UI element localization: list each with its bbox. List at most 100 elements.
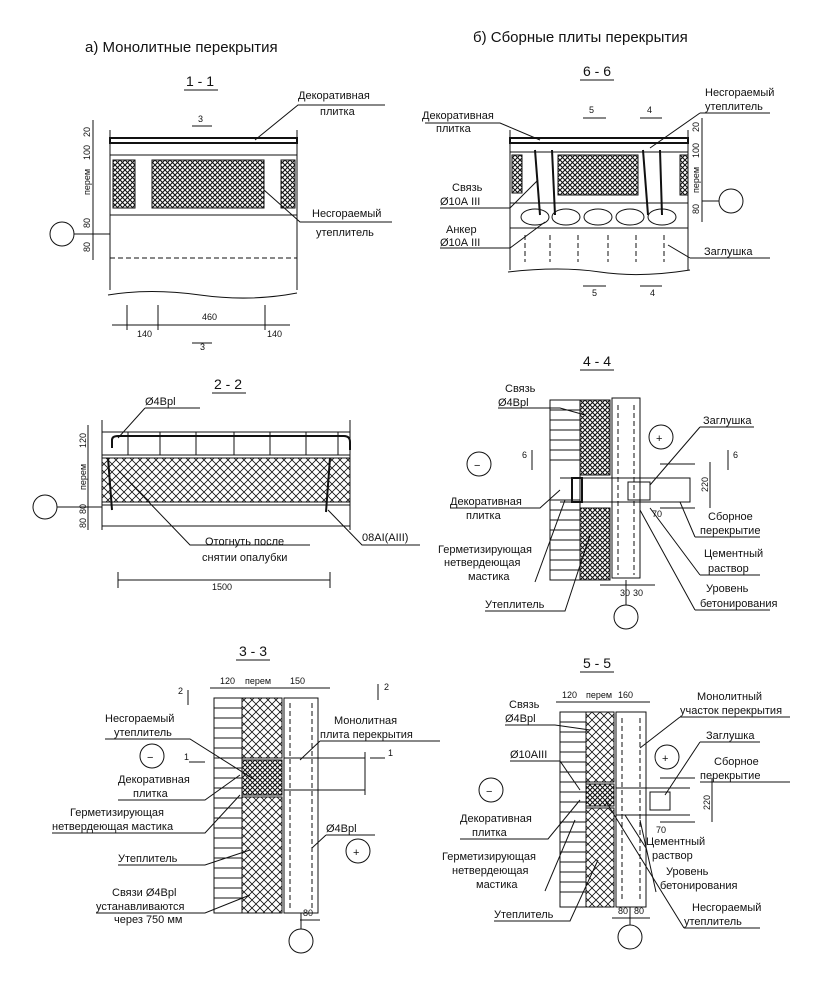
svg-text:2: 2 <box>178 686 183 696</box>
section-2-2: 2 - 2 120 перем 80 80 Ø4Bpl Отогнуть пос… <box>32 376 420 592</box>
svg-text:раствор: раствор <box>652 850 693 862</box>
svg-text:снятии опалубки: снятии опалубки <box>202 552 287 564</box>
svg-text:Несгораемый: Несгораемый <box>312 208 381 220</box>
insulation-block <box>280 159 296 209</box>
svg-text:80: 80 <box>303 908 313 918</box>
svg-text:5: 5 <box>589 105 594 115</box>
svg-text:Связь: Связь <box>505 383 536 395</box>
svg-text:Несгораемый: Несгораемый <box>105 713 174 725</box>
insulation-layer <box>101 457 351 503</box>
svg-text:−: − <box>486 786 492 798</box>
svg-text:мастика: мастика <box>476 879 518 891</box>
section-3-3: 3 - 3 120 перем 150 2 2 1 1 − + 80 <box>52 643 440 954</box>
svg-text:перем: перем <box>245 676 271 686</box>
section-label-4-4: 4 - 4 <box>583 353 611 369</box>
svg-text:220: 220 <box>700 477 710 492</box>
svg-text:120: 120 <box>562 690 577 700</box>
svg-text:Герметизирующая: Герметизирующая <box>70 807 164 819</box>
svg-text:+: + <box>656 433 662 445</box>
svg-text:Декоративная: Декоративная <box>118 774 190 786</box>
svg-text:460: 460 <box>202 312 217 322</box>
svg-text:4: 4 <box>647 105 652 115</box>
svg-text:через 750 мм: через 750 мм <box>114 914 182 926</box>
svg-text:Ø4Bpl: Ø4Bpl <box>326 823 357 835</box>
svg-text:Ø10А III: Ø10А III <box>440 196 480 208</box>
svg-text:Ø10АIII: Ø10АIII <box>510 749 547 761</box>
svg-text:Связь: Связь <box>452 182 483 194</box>
svg-text:140: 140 <box>137 329 152 339</box>
svg-text:Утеплитель: Утеплитель <box>485 599 545 611</box>
svg-text:Заглушка: Заглушка <box>703 415 752 427</box>
svg-text:4: 4 <box>650 288 655 298</box>
section-6-6: 6 - 6 20 100 перем 80 5 4 5 <box>422 63 774 298</box>
svg-text:перем: перем <box>78 464 88 490</box>
svg-text:−: − <box>474 460 480 472</box>
axis-marker-circle <box>49 221 75 247</box>
svg-text:нетвердеющая: нетвердеющая <box>444 557 521 569</box>
svg-text:участок перекрытия: участок перекрытия <box>680 705 782 717</box>
svg-text:бетонирования: бетонирования <box>700 598 777 610</box>
section-label-1-1: 1 - 1 <box>186 73 214 89</box>
svg-text:80: 80 <box>618 906 628 916</box>
svg-text:плитка: плитка <box>133 788 169 800</box>
svg-text:плитка: плитка <box>436 123 472 135</box>
svg-text:100: 100 <box>691 143 701 158</box>
svg-text:120: 120 <box>220 676 235 686</box>
svg-text:Отогнуть после: Отогнуть после <box>205 536 284 548</box>
insulation-block <box>112 159 136 209</box>
svg-text:150: 150 <box>290 676 305 686</box>
svg-text:20: 20 <box>691 122 701 132</box>
svg-text:утеплитель: утеплитель <box>316 227 374 239</box>
svg-text:5: 5 <box>592 288 597 298</box>
svg-text:Несгораемый: Несгораемый <box>692 902 761 914</box>
svg-text:Заглушка: Заглушка <box>704 246 753 258</box>
svg-text:Декоративная: Декоративная <box>460 813 532 825</box>
svg-text:мастика: мастика <box>468 571 510 583</box>
svg-text:3: 3 <box>200 342 205 352</box>
svg-text:плитка: плитка <box>472 827 508 839</box>
svg-text:Ø4Bpl: Ø4Bpl <box>498 397 529 409</box>
svg-text:−: − <box>147 752 153 764</box>
section-label-6-6: 6 - 6 <box>583 63 611 79</box>
svg-text:80: 80 <box>78 518 88 528</box>
svg-text:нетвердеющая мастика: нетвердеющая мастика <box>52 821 174 833</box>
svg-text:08AI(AIII): 08AI(AIII) <box>362 532 408 544</box>
title-precast: б) Сборные плиты перекрытия <box>473 29 688 46</box>
svg-text:80: 80 <box>82 242 92 252</box>
svg-text:1500: 1500 <box>212 582 232 592</box>
section-label-3-3: 3 - 3 <box>239 643 267 659</box>
svg-text:1: 1 <box>388 748 393 758</box>
svg-text:раствор: раствор <box>708 563 749 575</box>
svg-text:Анкер: Анкер <box>446 224 477 236</box>
svg-text:2: 2 <box>384 682 389 692</box>
svg-text:бетонирования: бетонирования <box>660 880 737 892</box>
svg-text:1: 1 <box>184 752 189 762</box>
svg-text:80: 80 <box>634 906 644 916</box>
svg-text:160: 160 <box>618 690 633 700</box>
svg-text:утеплитель: утеплитель <box>705 101 763 113</box>
title-monolithic: а) Монолитные перекрытия <box>85 39 278 56</box>
svg-text:Утеплитель: Утеплитель <box>494 909 554 921</box>
svg-text:Цементный: Цементный <box>704 548 763 560</box>
svg-text:Монолитная: Монолитная <box>334 715 397 727</box>
svg-text:Сборное: Сборное <box>714 756 759 768</box>
svg-text:6: 6 <box>522 450 527 460</box>
section-label-2-2: 2 - 2 <box>214 376 242 392</box>
svg-text:плитка: плитка <box>320 106 356 118</box>
svg-text:нетвердеющая: нетвердеющая <box>452 865 529 877</box>
section-label-5-5: 5 - 5 <box>583 655 611 671</box>
svg-text:Герметизирующая: Герметизирующая <box>438 544 532 556</box>
svg-text:Ø4Bpl: Ø4Bpl <box>505 713 536 725</box>
svg-text:Декоративная: Декоративная <box>422 110 494 122</box>
svg-text:100: 100 <box>82 145 92 160</box>
insulation-block <box>151 159 265 209</box>
svg-text:Связь: Связь <box>509 699 540 711</box>
svg-text:Декоративная: Декоративная <box>298 90 370 102</box>
svg-text:Ø10А III: Ø10А III <box>440 237 480 249</box>
svg-text:перем: перем <box>82 169 92 195</box>
hollowcore-slab <box>520 208 677 226</box>
svg-text:Декоративная: Декоративная <box>450 496 522 508</box>
svg-text:30: 30 <box>633 588 643 598</box>
svg-text:80: 80 <box>691 204 701 214</box>
